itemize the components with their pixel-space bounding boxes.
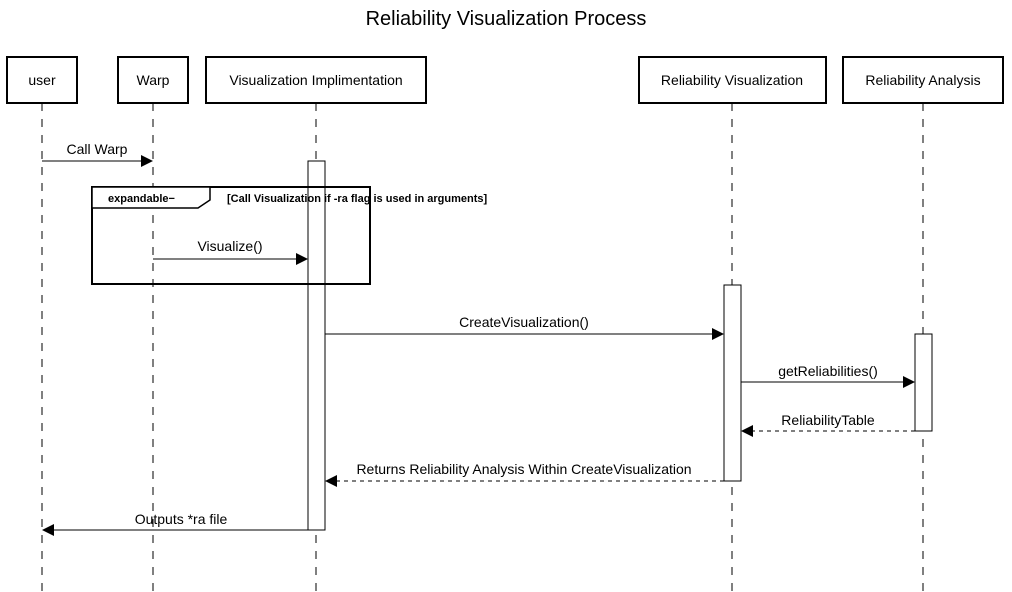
message-call-warp: Call Warp: [42, 141, 153, 167]
fragment-guard: [Call Visualization if -ra flag is used …: [227, 193, 488, 205]
combined-fragment: expandable− [Call Visualization if -ra f…: [91, 186, 488, 285]
actor-label-user: user: [28, 72, 56, 88]
message-label-create-visualization: CreateVisualization(): [459, 314, 589, 330]
message-label-returns-reliability-analysis: Returns Reliability Analysis Within Crea…: [356, 461, 691, 477]
message-returns-reliability-analysis: Returns Reliability Analysis Within Crea…: [325, 461, 724, 487]
actor-warp: Warp: [117, 56, 189, 104]
message-label-call-warp: Call Warp: [67, 141, 128, 157]
actor-label-warp: Warp: [137, 72, 170, 88]
activation-reliability-analysis: [914, 333, 933, 432]
activation-reliability-visualization: [723, 284, 742, 482]
fragment-operator: expandable−: [108, 193, 175, 205]
actor-reliability-analysis: Reliability Analysis: [842, 56, 1004, 104]
message-label-reliability-table: ReliabilityTable: [781, 412, 875, 428]
message-label-get-reliabilities: getReliabilities(): [778, 363, 878, 379]
message-label-outputs-ra-file: Outputs *ra file: [135, 511, 228, 527]
message-label-visualize: Visualize(): [197, 238, 262, 254]
activation-visualization-implimentation: [307, 160, 326, 531]
message-create-visualization: CreateVisualization(): [325, 314, 724, 340]
message-reliability-table: ReliabilityTable: [741, 412, 915, 437]
actor-reliability-visualization: Reliability Visualization: [638, 56, 827, 104]
message-visualize: Visualize(): [153, 238, 308, 265]
message-outputs-ra-file: Outputs *ra file: [42, 511, 308, 536]
actor-label-reliability-analysis: Reliability Analysis: [865, 72, 980, 88]
diagram-title: Reliability Visualization Process: [366, 8, 647, 30]
actor-label-visualization-implimentation: Visualization Implimentation: [229, 72, 402, 88]
actor-user: user: [6, 56, 78, 104]
message-get-reliabilities: getReliabilities(): [741, 363, 915, 388]
actor-label-reliability-visualization: Reliability Visualization: [661, 72, 803, 88]
actor-visualization-implimentation: Visualization Implimentation: [205, 56, 427, 104]
